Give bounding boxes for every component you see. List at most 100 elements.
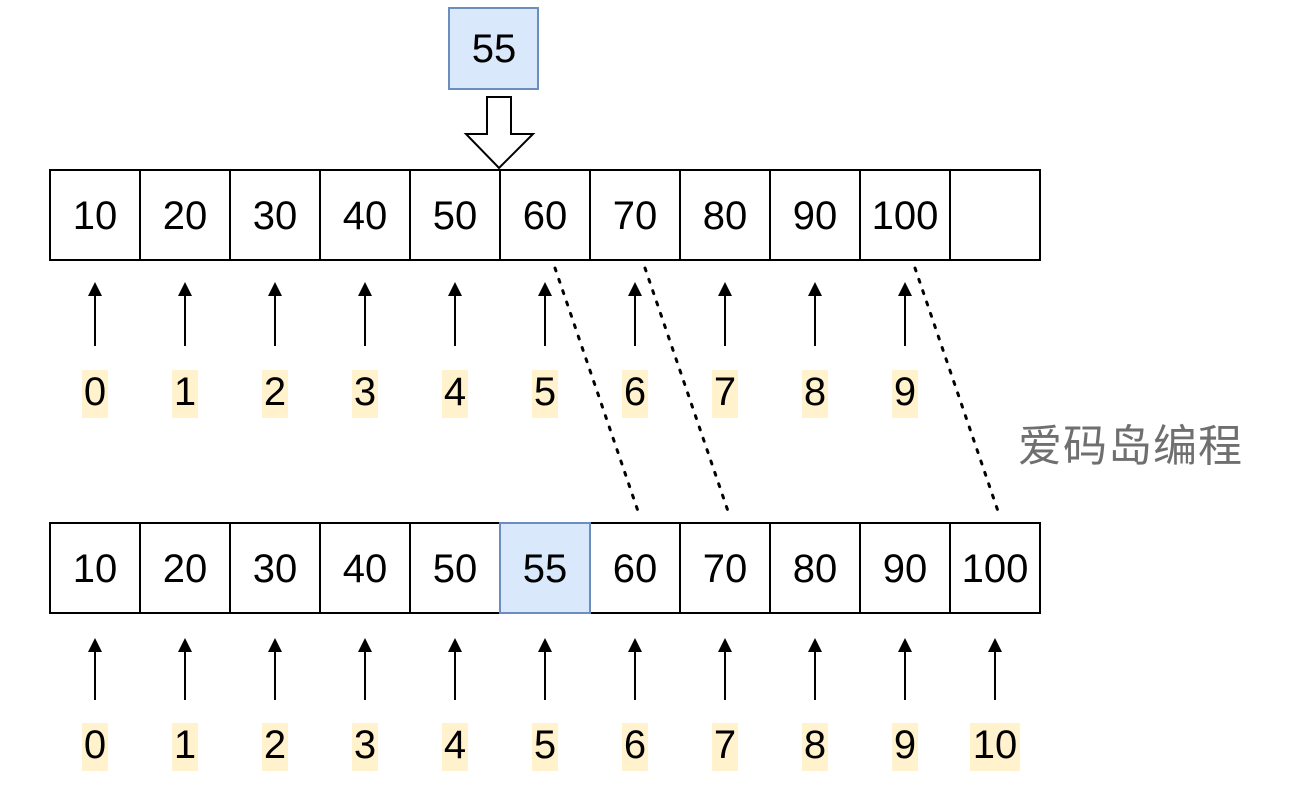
array-cell — [679, 522, 771, 614]
index-label: 9 — [894, 723, 916, 767]
array-cell — [139, 522, 231, 614]
array-cell — [319, 169, 411, 261]
array-cell — [499, 169, 591, 261]
array-cell-value: 20 — [163, 547, 208, 591]
array-cell — [409, 169, 501, 261]
index-highlight — [352, 723, 378, 771]
array-cell — [409, 522, 501, 614]
index-pointer-arrow-icon — [988, 638, 1002, 700]
shift-links — [553, 266, 1002, 519]
shift-link-dotted-line — [553, 266, 642, 519]
index-highlight — [712, 370, 738, 418]
watermark-text: 爱码岛编程 — [1018, 421, 1243, 472]
index-highlight — [172, 723, 198, 771]
index-highlight — [442, 370, 468, 418]
array-cell-value: 70 — [703, 547, 748, 591]
array-cell-value: 60 — [523, 194, 568, 238]
index-pointer-arrow-icon — [898, 282, 912, 346]
index-label: 8 — [804, 370, 826, 414]
array-cell-value: 20 — [163, 194, 208, 238]
array-cell-value: 80 — [793, 547, 838, 591]
index-highlight — [622, 723, 648, 771]
index-pointer-arrow-icon — [358, 282, 372, 346]
index-label: 6 — [624, 370, 646, 414]
index-label: 7 — [714, 723, 736, 767]
index-label: 3 — [354, 370, 376, 414]
array-cell-value: 30 — [253, 547, 298, 591]
array-cell — [49, 522, 141, 614]
insert-value-box — [448, 7, 539, 90]
index-highlight — [892, 370, 918, 418]
index-pointer-arrow-icon — [538, 638, 552, 700]
index-pointer-arrow-icon — [268, 638, 282, 700]
array-cell — [769, 522, 861, 614]
array-cell-value: 50 — [433, 547, 478, 591]
array-cell-value: 100 — [962, 547, 1029, 591]
insert-value-label: 55 — [472, 27, 517, 71]
array-cell — [319, 522, 411, 614]
index-highlight — [532, 370, 558, 418]
index-highlight — [82, 723, 108, 771]
index-highlight — [352, 370, 378, 418]
index-pointer-arrow-icon — [178, 282, 192, 346]
index-label: 7 — [714, 370, 736, 414]
array-cell — [229, 522, 321, 614]
index-label: 4 — [444, 723, 466, 767]
array-cell-value: 30 — [253, 194, 298, 238]
index-label: 1 — [174, 370, 196, 414]
index-highlight — [262, 370, 288, 418]
array-cell-value: 10 — [73, 547, 118, 591]
array-cell — [139, 169, 231, 261]
array-cell-value: 90 — [883, 547, 928, 591]
index-label: 10 — [973, 723, 1018, 767]
array-cell-value: 55 — [523, 547, 568, 591]
index-pointer-arrow-icon — [448, 638, 462, 700]
array-cell — [589, 522, 681, 614]
index-highlight — [802, 370, 828, 418]
array-cell — [589, 169, 681, 261]
index-label: 9 — [894, 370, 916, 414]
index-pointer-arrow-icon — [88, 638, 102, 700]
array-cell-value: 80 — [703, 194, 748, 238]
index-label: 3 — [354, 723, 376, 767]
insert-value-group: 55 — [448, 7, 539, 170]
array-cell — [49, 169, 141, 261]
index-pointer-arrow-icon — [898, 638, 912, 700]
array-cell-value: 10 — [73, 194, 118, 238]
index-label: 5 — [534, 723, 556, 767]
index-pointer-arrow-icon — [268, 282, 282, 346]
array-cell — [949, 169, 1041, 261]
index-highlight — [532, 723, 558, 771]
array-cell-value: 70 — [613, 194, 658, 238]
index-pointer-arrow-icon — [448, 282, 462, 346]
insert-down-arrow-icon — [463, 96, 536, 170]
index-highlight — [802, 723, 828, 771]
index-highlight — [172, 370, 198, 418]
index-pointer-arrow-icon — [88, 282, 102, 346]
highlight-outline — [499, 522, 591, 614]
array-cell-value: 60 — [613, 547, 658, 591]
index-label: 0 — [84, 723, 106, 767]
index-label: 5 — [534, 370, 556, 414]
index-pointer-arrow-icon — [178, 638, 192, 700]
index-highlight — [622, 370, 648, 418]
index-label: 4 — [444, 370, 466, 414]
index-label: 2 — [264, 723, 286, 767]
index-pointer-arrow-icon — [718, 282, 732, 346]
array-cell-value: 90 — [793, 194, 838, 238]
index-label: 2 — [264, 370, 286, 414]
index-highlight — [442, 723, 468, 771]
array-cell — [769, 169, 861, 261]
index-label: 1 — [174, 723, 196, 767]
index-label: 8 — [804, 723, 826, 767]
shift-link-dotted-line — [643, 266, 732, 519]
index-pointer-arrow-icon — [628, 638, 642, 700]
index-pointer-arrow-icon — [718, 638, 732, 700]
index-pointer-arrow-icon — [808, 282, 822, 346]
array-cell-value: 40 — [343, 194, 388, 238]
array-cell-value: 100 — [872, 194, 939, 238]
index-pointer-arrow-icon — [628, 282, 642, 346]
